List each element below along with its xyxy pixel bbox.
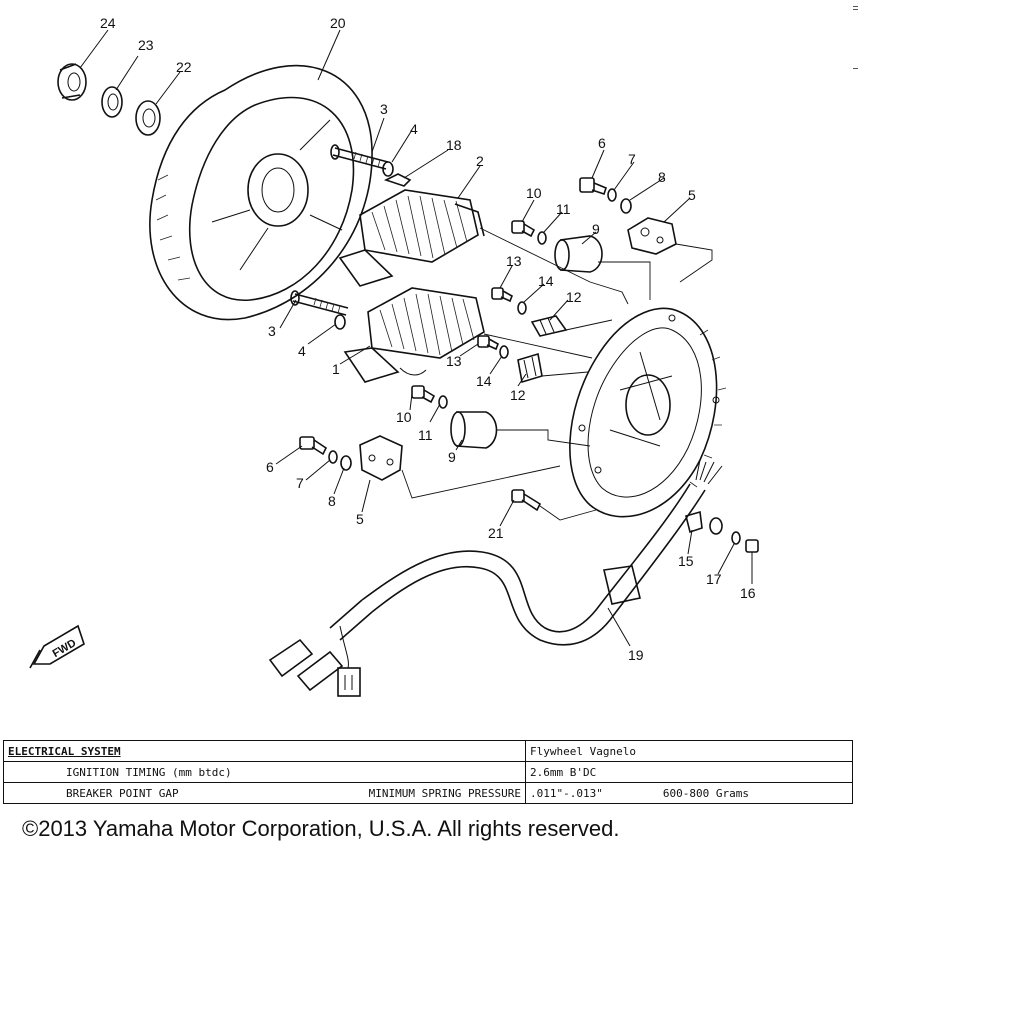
callout-9-lower: 9 [448, 449, 456, 465]
spec-label: ELECTRICAL SYSTEM [3, 740, 526, 762]
callout-9: 9 [592, 221, 600, 237]
callout-11: 11 [556, 201, 571, 217]
washer-part-14-lower [499, 345, 509, 359]
washer-part-4-lower [334, 314, 346, 330]
spec-value-2: 600-800 Grams [662, 786, 749, 800]
spec-label: IGNITION TIMING (mm btdc) [3, 761, 526, 783]
callout-24: 24 [100, 15, 116, 31]
breaker-point-part-5 [627, 217, 677, 255]
spec-value: .011"-.013" [530, 786, 603, 800]
callout-4-lower: 4 [298, 343, 306, 359]
callout-8-lower: 8 [328, 493, 336, 509]
coil-part-1 [343, 287, 485, 383]
spec-value: Flywheel Vagnelo [525, 740, 853, 762]
clamp-part-15 [685, 510, 703, 534]
copyright-notice: ©2013 Yamaha Motor Corporation, U.S.A. A… [22, 816, 620, 841]
spec-value: 2.6mm B'DC [525, 761, 853, 783]
screw-part-13-lower [477, 335, 500, 351]
callout-15: 15 [678, 553, 694, 569]
table-row: IGNITION TIMING (mm btdc) 2.6mm B'DC [3, 761, 853, 783]
callout-3-lower: 3 [268, 323, 276, 339]
callout-2: 2 [476, 153, 484, 169]
washer-part-8 [620, 198, 632, 214]
callout-23: 23 [138, 37, 154, 53]
condenser-part-9-lower [450, 411, 498, 449]
washer-grommet [709, 517, 723, 535]
washer-part-14 [517, 301, 527, 315]
washer-part-8-lower [340, 455, 352, 471]
callout-1: 1 [332, 361, 340, 377]
screw-part-13 [491, 287, 514, 303]
callout-labels: 24 23 22 20 3 4 18 2 6 7 8 5 10 11 9 13 … [100, 15, 756, 663]
washer-part-11-lower [438, 395, 448, 409]
coil-part-2 [338, 189, 485, 287]
screw-part-10 [511, 220, 536, 238]
condenser-part-9 [554, 235, 603, 273]
callout-12-lower: 12 [510, 387, 526, 403]
callout-6: 6 [598, 135, 606, 151]
clip-part-18 [383, 173, 412, 187]
callout-21: 21 [488, 525, 504, 541]
stator-base-plate [569, 307, 727, 518]
spec-label: BREAKER POINT GAP [66, 786, 179, 800]
washer-part-7-lower [328, 450, 338, 464]
callout-13: 13 [506, 253, 522, 269]
callout-10-lower: 10 [396, 409, 412, 425]
spec-label-cell: BREAKER POINT GAP MINIMUM SPRING PRESSUR… [3, 782, 526, 804]
callout-18: 18 [446, 137, 462, 153]
callout-6-lower: 6 [266, 459, 274, 475]
screw-part-6 [579, 177, 607, 196]
edge-mark [853, 9, 858, 10]
screw-part-16 [745, 539, 759, 553]
spec-table: ELECTRICAL SYSTEM Flywheel Vagnelo IGNIT… [3, 740, 853, 804]
callout-17: 17 [706, 571, 722, 587]
callout-22: 22 [176, 59, 192, 75]
table-row: ELECTRICAL SYSTEM Flywheel Vagnelo [3, 740, 853, 762]
washer-part-17 [731, 531, 741, 545]
callout-11-lower: 11 [418, 427, 433, 443]
callout-8: 8 [658, 169, 666, 185]
callout-13-lower: 13 [446, 353, 462, 369]
washer-part-22 [135, 100, 161, 136]
table-row: BREAKER POINT GAP MINIMUM SPRING PRESSUR… [3, 782, 853, 804]
callout-3: 3 [380, 101, 388, 117]
washer-part-7 [607, 188, 617, 202]
wire-harness-part-19 [268, 459, 723, 697]
assembly-guide-lines [401, 227, 713, 521]
callout-14-lower: 14 [476, 373, 492, 389]
screw-part-3 [330, 144, 389, 170]
callout-leaders [79, 29, 753, 647]
edge-mark [853, 68, 858, 69]
callout-20: 20 [330, 15, 346, 31]
callout-10: 10 [526, 185, 542, 201]
washer-part-11 [537, 231, 547, 245]
exploded-parts-diagram: 24 23 22 20 3 4 18 2 6 7 8 5 10 11 9 13 … [29, 15, 759, 697]
spec-sublabel: MINIMUM SPRING PRESSURE [368, 786, 521, 800]
edge-mark [853, 6, 858, 7]
screw-part-21 [511, 489, 542, 512]
washer-part-4 [382, 161, 394, 177]
breaker-point-part-5-lower [359, 435, 403, 481]
clamp-part-12-lower [517, 352, 543, 384]
screw-part-10-lower [411, 385, 436, 404]
flywheel-part-20 [149, 64, 373, 321]
callout-14: 14 [538, 273, 554, 289]
nut-part-24 [57, 63, 87, 101]
callout-5-lower: 5 [356, 511, 364, 527]
callout-19: 19 [628, 647, 644, 663]
callout-12: 12 [566, 289, 582, 305]
screw-part-6-lower [299, 436, 328, 456]
screw-part-3-lower [290, 290, 349, 316]
washer-part-23 [101, 86, 123, 118]
clamp-part-12 [530, 315, 568, 337]
callout-16: 16 [740, 585, 756, 601]
callout-5: 5 [688, 187, 696, 203]
callout-4: 4 [410, 121, 418, 137]
callout-7: 7 [628, 151, 636, 167]
fwd-arrow-icon: FWD [29, 624, 85, 669]
callout-7-lower: 7 [296, 475, 304, 491]
spec-value-cell: .011"-.013" 600-800 Grams [525, 782, 853, 804]
